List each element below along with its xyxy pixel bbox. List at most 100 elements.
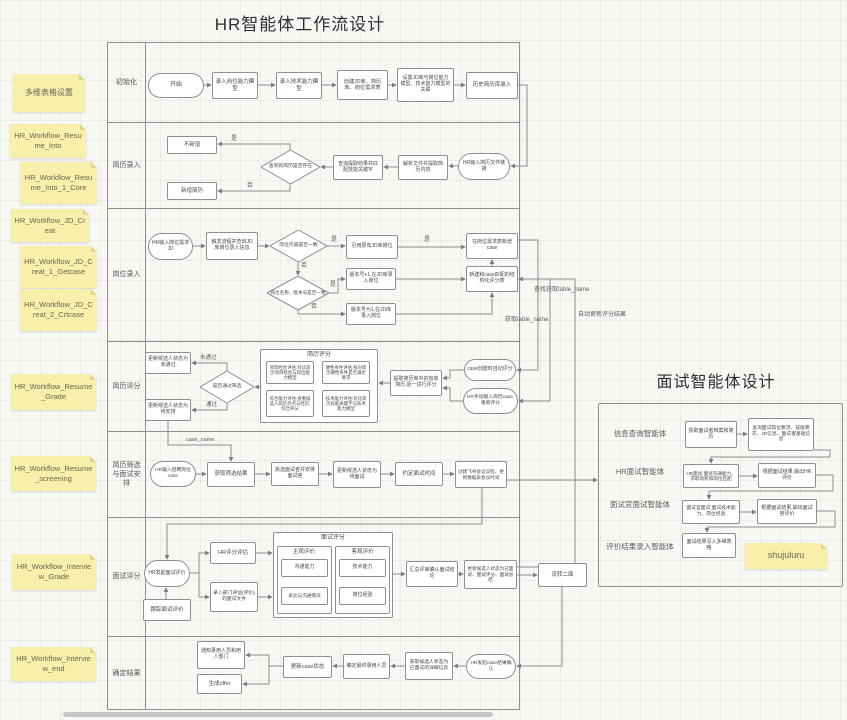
get-screening-result[interactable]: 获取筛选结果 bbox=[207, 462, 255, 487]
start-node[interactable]: 开始 bbox=[148, 73, 204, 98]
sticky-resume-screening[interactable]: HR_Workflow_Resume_screening bbox=[11, 456, 96, 491]
hr-input-case[interactable]: HR输入招聘岗位case bbox=[150, 461, 196, 487]
edge-label-case-name: case_name bbox=[186, 437, 215, 443]
sticky-jd-creat[interactable]: HR_Workflow_JD_Creat bbox=[11, 209, 89, 242]
sticky-resume-into[interactable]: HR_Workflow_Resume_Into bbox=[10, 124, 86, 158]
parse-file[interactable]: 解析文件并提取简历内容 bbox=[398, 155, 448, 180]
update-status-interviewed[interactable]: 更新候选人状态为已面试、面试评分、面试总结 bbox=[464, 560, 517, 589]
track-interview-eval[interactable]: 跟踪面试评价 bbox=[143, 599, 191, 621]
edge-label-jd-yes: 是 bbox=[331, 237, 338, 243]
update-status-pending[interactable]: 更新候选人状态为待安排 bbox=[145, 399, 191, 421]
lane-label-final-result[interactable]: 确定结果 bbox=[108, 637, 146, 710]
hr-score-eval[interactable]: HR评分评估 bbox=[210, 542, 256, 564]
lane-label-position-entry[interactable]: 岗位录入 bbox=[108, 208, 146, 342]
panel-row-info-query-agent[interactable]: 信息查询智能体 bbox=[613, 429, 667, 438]
set-interview-time[interactable]: 约定面试时间 bbox=[395, 462, 443, 486]
version-plus-one[interactable]: 版本号+1,在JD库录入岗位 bbox=[346, 268, 396, 290]
input-tech-model[interactable]: 录入技术能力模型 bbox=[276, 72, 322, 99]
edge-label-jd-no: 否 bbox=[301, 263, 308, 269]
jd-content-decision[interactable]: 岗位内容是否一致 bbox=[270, 230, 327, 262]
hr-start-interview-eval[interactable]: HR发起面试评价 bbox=[144, 560, 190, 587]
history-resume-import[interactable]: 历史简历库录入 bbox=[466, 72, 518, 99]
interview-panel-frame[interactable] bbox=[598, 403, 843, 587]
pick-interviewee[interactable]: 挑选面试者并安排面试官 bbox=[271, 462, 319, 486]
sticky-jd-creat-2-crtcase[interactable]: HR_Workflow_JD_Creat_2_Crtcase bbox=[20, 289, 97, 331]
update-case-status[interactable]: 更新case状态 bbox=[283, 656, 332, 678]
version-decision[interactable]: 岗位名称、版本号是否一致 bbox=[267, 276, 329, 310]
auto-score-trigger[interactable]: case创建时自动评分 bbox=[464, 359, 516, 381]
create-meeting[interactable]: 创建飞书会议议程、更新数据表会议时间 bbox=[455, 461, 507, 488]
query-interview-requirements[interactable]: 查询面试岗位要求、技能要求、JD信息、面试者基础信息 bbox=[748, 418, 814, 451]
update-status-fail[interactable]: 更新候选人状态为未通过 bbox=[145, 352, 191, 374]
position-exp-box[interactable]: 岗位经验 bbox=[339, 587, 386, 605]
lane-label-screening-arrangement[interactable]: 简历筛选与面试安排 bbox=[108, 431, 146, 517]
reuse-jd[interactable]: 引用原有JD库岗位 bbox=[346, 235, 398, 259]
hr-input-jd[interactable]: HR输入岗位需求JD bbox=[148, 233, 193, 260]
panel-row-hr-interview-agent[interactable]: HR面试智能体 bbox=[615, 467, 665, 476]
confirm-final-hire[interactable]: 确定最终录用人员 bbox=[343, 654, 390, 679]
no-add-node[interactable]: 不新增 bbox=[167, 136, 217, 154]
query-skill-keywords[interactable]: 查询提取结果并匹配技能关键字 bbox=[333, 155, 383, 180]
get-interviewed-info[interactable]: 获取候选人状态为已面试的详细信息 bbox=[405, 652, 453, 680]
lane-resume-scoring: 简历评分 bbox=[108, 342, 519, 432]
edge-label-pass: 通过 bbox=[206, 402, 218, 408]
sticky-jd-creat-1-getcase[interactable]: HR_Workflow_JD_Creat_1_Getcase bbox=[20, 246, 97, 288]
tech-ability-box[interactable]: 技术能力 bbox=[339, 559, 386, 577]
lane-label-resume-scoring[interactable]: 简历评分 bbox=[108, 342, 146, 431]
sticky-multidim-table[interactable]: 多维表格设置 bbox=[13, 74, 85, 112]
lane-label-init[interactable]: 初始化 bbox=[108, 43, 146, 122]
write-result-box[interactable]: 面试结果写入多维表格 bbox=[682, 533, 736, 558]
hr-output-eval[interactable]: 根据面试结果,输出HR评价 bbox=[758, 463, 816, 488]
lane-position-entry: 岗位录入 bbox=[108, 208, 519, 343]
interviewer-interview-box[interactable]: 面试官面试,面试技术能力、岗位经验 bbox=[682, 500, 740, 524]
hr-start-result-confirm[interactable]: HR发起case结果确认 bbox=[466, 654, 516, 679]
notify-hired[interactable]: 通知录用人员和用人部门 bbox=[197, 641, 245, 669]
resume-score-group-title: 简历评分 bbox=[306, 352, 331, 358]
lane-screening-arrangement: 简历筛选与面试安排 bbox=[108, 431, 519, 518]
input-position-model[interactable]: 录入岗位能力模型 bbox=[212, 72, 258, 99]
communication-box[interactable]: 沟通能力 bbox=[281, 559, 328, 577]
create-score-table[interactable]: 新建和case匹配的结构化评分表 bbox=[466, 266, 518, 292]
add-resume-node[interactable]: 新增简历 bbox=[167, 182, 217, 200]
newcase-node[interactable]: 在岗位需求表新增case bbox=[466, 233, 518, 259]
objective-eval-group-title: 客观评价 bbox=[351, 549, 374, 555]
get-interviewee-profile[interactable]: 获取面试者档案和简历 bbox=[685, 421, 737, 448]
screening-decision[interactable]: 是否通过筛选 bbox=[200, 371, 254, 403]
set-relations[interactable]: 设置JD库与岗位能力模型、技术能力模型的关联 bbox=[397, 68, 454, 102]
sticky-interview-grade[interactable]: HR_Workflow_Interview_Grade bbox=[12, 554, 96, 590]
update-status-to-interview[interactable]: 更新候选人状态为待面试 bbox=[333, 461, 381, 488]
sticky-interview-end[interactable]: HR_Workflow_Interview_end bbox=[11, 647, 96, 681]
lane-label-resume-entry[interactable]: 简历录入 bbox=[108, 122, 146, 208]
panel-row-result-entry-agent[interactable]: 评价结果录入智能体 bbox=[606, 542, 674, 551]
generate-offer[interactable]: 生成offer bbox=[197, 674, 242, 694]
interviewer-output-eval[interactable]: 根据面试结果,输出面试官评价 bbox=[757, 499, 817, 524]
resume-exist-decision[interactable]: 查到的简历是否存在 bbox=[261, 150, 320, 184]
main-title[interactable]: HR智能体工作流设计 bbox=[214, 15, 386, 34]
interview-panel-title[interactable]: 面试智能体设计 bbox=[656, 374, 776, 391]
hr-input-resume-link[interactable]: HR输入简历文件链接 bbox=[458, 153, 510, 180]
hard-condition-eval[interactable]: 硬性条件评估:核对简历硬性条件是否满足要求 bbox=[322, 361, 370, 384]
hr-interview-box[interactable]: HR面试,面试沟通能力、求职动机和岗位匹配 bbox=[683, 464, 739, 488]
panel-row-interviewer-agent[interactable]: 面试官面试智能体 bbox=[610, 500, 670, 509]
summary-confirm[interactable]: 汇总评审确认面试结论 bbox=[406, 561, 458, 587]
manual-score-trigger[interactable]: HR手动输入简历case,重新评分 bbox=[463, 388, 518, 414]
comprehensive-eval[interactable]: 综合能力评估:查看候选人简历亮点与经历,综合评分 bbox=[266, 390, 314, 417]
trigger-query-jd[interactable]: 触发流程并查询JD库岗位录入信息 bbox=[206, 232, 258, 260]
tech-skill-eval[interactable]: 技术能力评估:对比简历技能关键字与技术能力模型 bbox=[322, 390, 370, 417]
lane-init: 初始化 bbox=[108, 43, 519, 123]
extract-valid-resumes[interactable]: 提取简历库中的有效简历,逐一进行评分 bbox=[390, 370, 442, 396]
create-libraries[interactable]: 创建JD库、简历库、岗位需求表 bbox=[337, 70, 388, 100]
sticky-shujuluru[interactable]: shujuluru bbox=[745, 543, 827, 569]
dept-eval-file[interactable]: 录入部门评估(评价)的面试文件 bbox=[210, 582, 258, 612]
version-is-one[interactable]: 版本号为1,在JD库录入岗位 bbox=[346, 303, 396, 325]
edge-label-version-yes: 是 bbox=[330, 282, 337, 288]
edge-label-resume-yes: 是 bbox=[231, 136, 238, 142]
edge-label-case-yes: 是 bbox=[424, 237, 431, 243]
edge-label-not-pass: 未通过 bbox=[200, 355, 217, 361]
project-exp-eval[interactable]: 项目经验评估:对比简历项目经验与岗位能力模型 bbox=[266, 361, 314, 384]
sticky-resume-into-1-core[interactable]: HR_Workflow_Resume_Into_1_Core bbox=[20, 162, 97, 204]
second-interview[interactable]: 流转二面 bbox=[538, 563, 587, 587]
horizontal-scrollbar[interactable] bbox=[63, 712, 493, 717]
sticky-resume-grade[interactable]: HR_Workflow_Resume_Grade bbox=[11, 374, 96, 410]
expression-box[interactable]: 表达与沟通情况 bbox=[281, 587, 328, 605]
